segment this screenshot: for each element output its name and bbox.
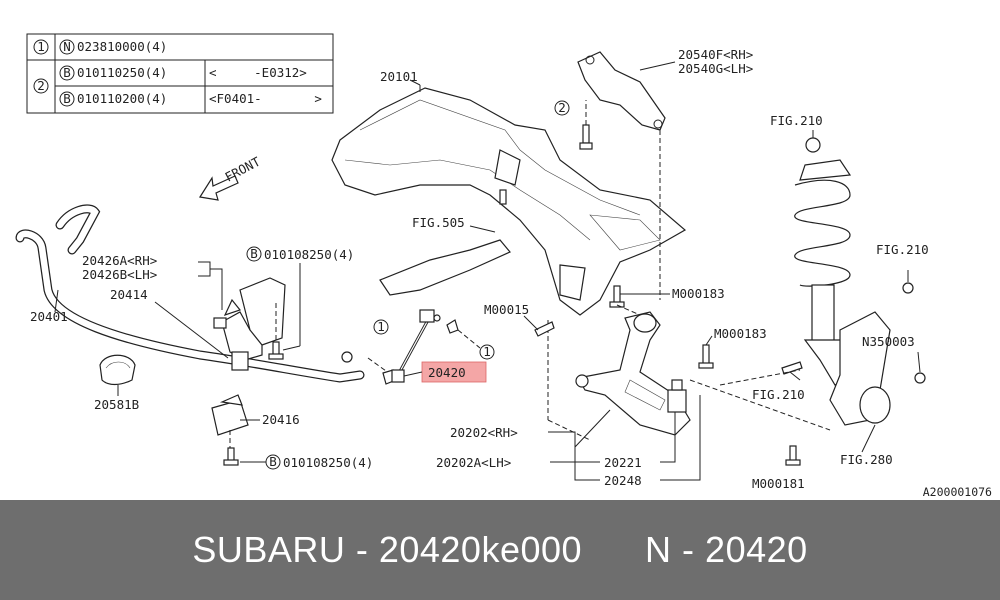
callout-1-left: 1 [377, 319, 385, 334]
strut-assembly [794, 137, 891, 426]
legend-table: 1 2 N 023810000(4) B 010110250(4) < -E03… [26, 33, 334, 114]
label-20540f: 20540F<RH> [678, 47, 753, 62]
callout-b-top: B [250, 246, 258, 261]
lower-arm-20202 [575, 311, 691, 436]
diagram-canvas: 1 2 N 023810000(4) B 010110250(4) < -E03… [15, 33, 992, 499]
table-row-2-part: 010110250(4) [77, 65, 167, 80]
front-label: FRONT [222, 154, 263, 185]
clamp-20416 [211, 394, 249, 436]
stabilizer-bar-20401 [15, 204, 365, 383]
label-fig505: FIG.505 [412, 215, 465, 230]
label-20540g: 20540G<LH> [678, 61, 753, 76]
callout-2: 2 [558, 100, 566, 115]
label-fig280: FIG.280 [840, 452, 893, 467]
label-20248: 20248 [604, 473, 642, 488]
label-20101: 20101 [380, 69, 418, 84]
footer-bar: SUBARU - 20420ke000 N - 20420 [0, 500, 1000, 600]
footer-title: SUBARU - 20420ke000 N - 20420 [192, 529, 808, 570]
callout-1-right: 1 [483, 344, 491, 359]
table-row-2-index: 2 [37, 78, 45, 93]
table-row-3-code: B [63, 91, 71, 106]
label-20221: 20221 [604, 455, 642, 470]
label-m00015: M00015 [484, 302, 529, 317]
stabilizer-link-20420: 1 1 [341, 309, 495, 385]
bracket-20426 [213, 277, 286, 346]
front-arrow: FRONT [199, 154, 263, 201]
crossmember-20101 [331, 79, 687, 316]
label-20581b: 20581B [94, 397, 139, 412]
label-20202-rh: 20202<RH> [450, 425, 518, 440]
label-20202a-lh: 20202A<LH> [436, 455, 511, 470]
bracket-20540 [577, 51, 676, 131]
label-fig210-top: FIG.210 [770, 113, 823, 128]
figure-reference: A200001076 [923, 485, 992, 499]
label-20426a: 20426A<RH> [82, 253, 157, 268]
table-row-3-part: 010110200(4) [77, 91, 167, 106]
bushing-20581b [99, 354, 136, 386]
parts-diagram: 1 2 N 023810000(4) B 010110250(4) < -E03… [15, 33, 993, 499]
label-20416: 20416 [262, 412, 300, 427]
label-20414: 20414 [110, 287, 148, 302]
bushing-20414 [221, 298, 263, 371]
label-m000183-right: M000183 [714, 326, 767, 341]
label-m000183-top: M000183 [672, 286, 725, 301]
ball-joint-20221 [667, 379, 687, 413]
label-20420[interactable]: 20420 [428, 365, 466, 380]
table-row-2-range: < -E0312> [209, 65, 307, 80]
label-010108250-bottom: 010108250(4) [283, 455, 373, 470]
label-20426b: 20426B<LH> [82, 267, 157, 282]
label-20401: 20401 [30, 309, 68, 324]
table-row-3-range: <F0401- > [209, 91, 322, 106]
table-row-1-index: 1 [37, 39, 45, 54]
label-010108250-top: 010108250(4) [264, 247, 354, 262]
label-n350003: N350003 [862, 334, 915, 349]
table-row-1-code: N [63, 39, 71, 54]
callout-b-bottom: B [269, 454, 277, 469]
table-row-2-code: B [63, 65, 71, 80]
table-row-1-part: 023810000(4) [77, 39, 167, 54]
label-fig210-right: FIG.210 [876, 242, 929, 257]
label-m000181: M000181 [752, 476, 805, 491]
label-fig210-bottom: FIG.210 [752, 387, 805, 402]
